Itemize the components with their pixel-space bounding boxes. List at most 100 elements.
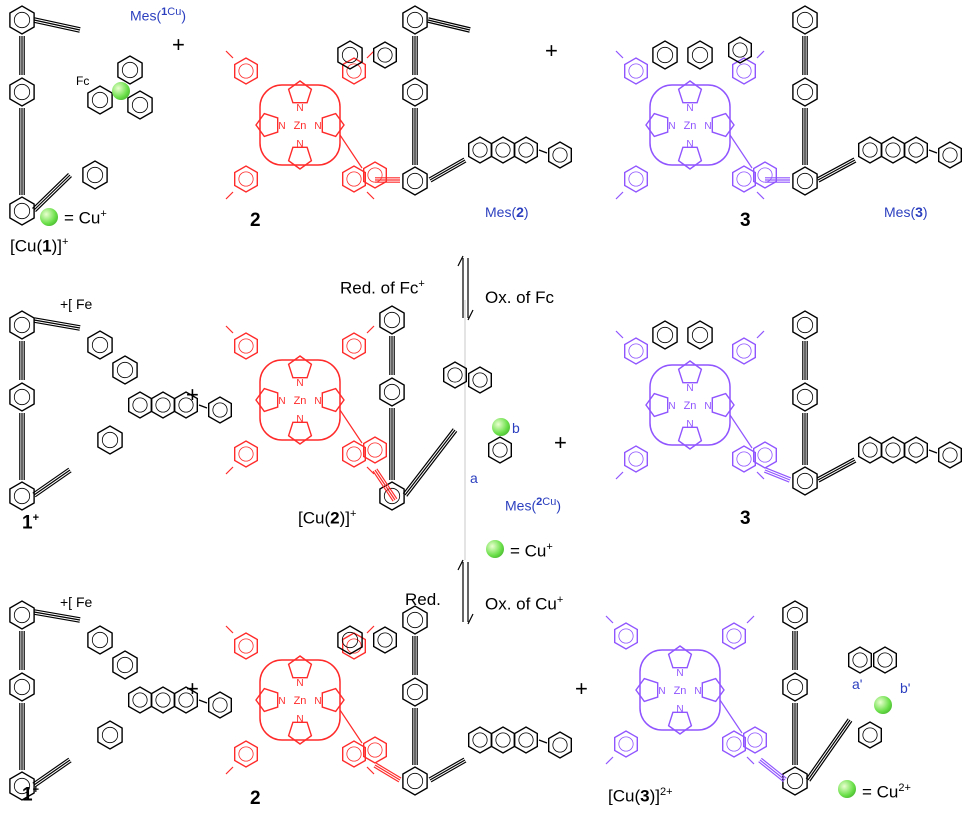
cu-legend-icon bbox=[486, 540, 504, 558]
aromatic-circle bbox=[796, 472, 814, 490]
methyl-bond bbox=[746, 756, 755, 765]
mesityl-ring bbox=[82, 160, 108, 190]
nitrogen-atom: N bbox=[296, 714, 303, 725]
porphyrin-macrocycle bbox=[649, 364, 731, 446]
aromatic-circle bbox=[377, 632, 393, 648]
alkyne-bond bbox=[372, 470, 394, 502]
aromatic-circle bbox=[238, 63, 254, 79]
compound-2-label: 2 bbox=[250, 788, 261, 809]
aromatic-circle bbox=[796, 316, 814, 334]
phenylene-ring bbox=[782, 672, 808, 702]
oxidation-cu-label: Ox. of Cu+ bbox=[485, 594, 564, 614]
aromatic-circle bbox=[132, 692, 148, 708]
phenylene-ring bbox=[782, 600, 808, 630]
mesityl-ring bbox=[548, 141, 572, 169]
phenylene-ring bbox=[792, 77, 818, 107]
alkyne-bond bbox=[33, 759, 71, 786]
compound-3-label: 3 bbox=[740, 508, 751, 529]
aromatic-circle bbox=[346, 446, 362, 462]
phenanthroline-ring bbox=[150, 686, 176, 714]
aromatic-circle bbox=[656, 46, 674, 64]
aromatic-circle bbox=[155, 397, 171, 413]
aromatic-circle bbox=[101, 726, 119, 744]
mesityl-ring bbox=[732, 337, 756, 365]
phenylene-ring bbox=[402, 677, 428, 707]
alkyne-bond bbox=[759, 759, 786, 781]
alkyne-bond bbox=[34, 761, 72, 788]
mes-2-label: Mes(2) bbox=[485, 204, 529, 220]
nitrogen-atom: N bbox=[278, 121, 285, 132]
aromatic-circle bbox=[383, 311, 401, 329]
alkyne-bond bbox=[32, 467, 70, 494]
phenylene-ring bbox=[743, 726, 767, 754]
phenanthroline-ring bbox=[150, 391, 176, 419]
pyridine-ring bbox=[728, 36, 752, 64]
phenanthroline-ring bbox=[173, 391, 199, 419]
bond bbox=[198, 699, 208, 704]
methyl-bond bbox=[746, 615, 755, 624]
aromatic-circle bbox=[346, 63, 362, 79]
oxidation-fc-label: Ox. of Fc bbox=[485, 288, 554, 307]
methyl-bond bbox=[605, 756, 614, 765]
phenylene-ring bbox=[9, 382, 35, 412]
arrowhead bbox=[467, 309, 474, 321]
ferrocenium-label: +[ Fe bbox=[60, 296, 93, 312]
aromatic-circle bbox=[736, 63, 752, 79]
nitrogen-atom: N bbox=[278, 696, 285, 707]
aromatic-circle bbox=[618, 628, 634, 644]
aromatic-circle bbox=[101, 431, 119, 449]
mesityl-ring bbox=[624, 337, 648, 365]
methyl-bond bbox=[366, 325, 375, 334]
zinc-atom: Zn bbox=[684, 400, 697, 412]
nitrogen-atom: N bbox=[676, 668, 683, 679]
mes-1cu-label: Mes(1Cu) bbox=[130, 6, 186, 24]
alkyne-bond bbox=[429, 159, 466, 181]
alkyne-bond bbox=[818, 161, 857, 183]
nitrogen-atom: N bbox=[296, 678, 303, 689]
nitrogen-atom: N bbox=[704, 401, 711, 412]
phenanthroline-ring bbox=[858, 136, 882, 164]
alkyne-bond bbox=[427, 19, 471, 31]
mesityl-ring bbox=[938, 441, 962, 469]
pyrrole-ring bbox=[677, 146, 703, 170]
pentamethylphenyl-ring bbox=[97, 720, 123, 750]
aromatic-circle bbox=[178, 692, 194, 708]
aromatic-circle bbox=[618, 736, 634, 752]
phenylene-ring bbox=[379, 377, 405, 407]
phenylene-ring bbox=[402, 77, 428, 107]
bond bbox=[538, 149, 548, 154]
pyrrole-ring bbox=[287, 721, 313, 745]
methyl-bond bbox=[756, 330, 765, 339]
proton-a-prime-label: a' bbox=[852, 676, 863, 692]
nitrogen-atom: N bbox=[668, 121, 675, 132]
aromatic-circle bbox=[747, 732, 763, 748]
aromatic-circle bbox=[472, 142, 488, 158]
methyl-bond bbox=[615, 191, 624, 200]
pyrrole-ring bbox=[645, 392, 669, 418]
alkyne-bond bbox=[34, 471, 72, 498]
mesityl-ring bbox=[614, 730, 638, 758]
aromatic-circle bbox=[155, 692, 171, 708]
porphyrin-macrocycle bbox=[259, 84, 341, 166]
methyl-bond bbox=[366, 766, 375, 775]
mesityl-ring bbox=[233, 740, 258, 768]
alkyne-bond bbox=[807, 719, 851, 781]
aromatic-circle bbox=[367, 442, 383, 458]
pyridine-ring bbox=[337, 40, 363, 70]
mesityl-ring bbox=[732, 57, 756, 85]
alkyne-bond bbox=[758, 761, 785, 783]
aromatic-circle bbox=[238, 638, 254, 654]
aromatic-circle bbox=[552, 737, 568, 753]
alkyne-bond bbox=[816, 457, 855, 479]
zinc-atom: Zn bbox=[684, 120, 697, 132]
aromatic-circle bbox=[786, 678, 804, 696]
aromatic-circle bbox=[495, 732, 511, 748]
pyrrole-ring bbox=[287, 146, 313, 170]
pyrrole-ring bbox=[667, 711, 693, 735]
aromatic-circle bbox=[726, 628, 742, 644]
porphyrin-macrocycle bbox=[639, 649, 721, 731]
phenylene-ring bbox=[379, 481, 405, 511]
pentamethylphenyl-ring bbox=[97, 425, 123, 455]
aromatic-circle bbox=[91, 631, 109, 649]
